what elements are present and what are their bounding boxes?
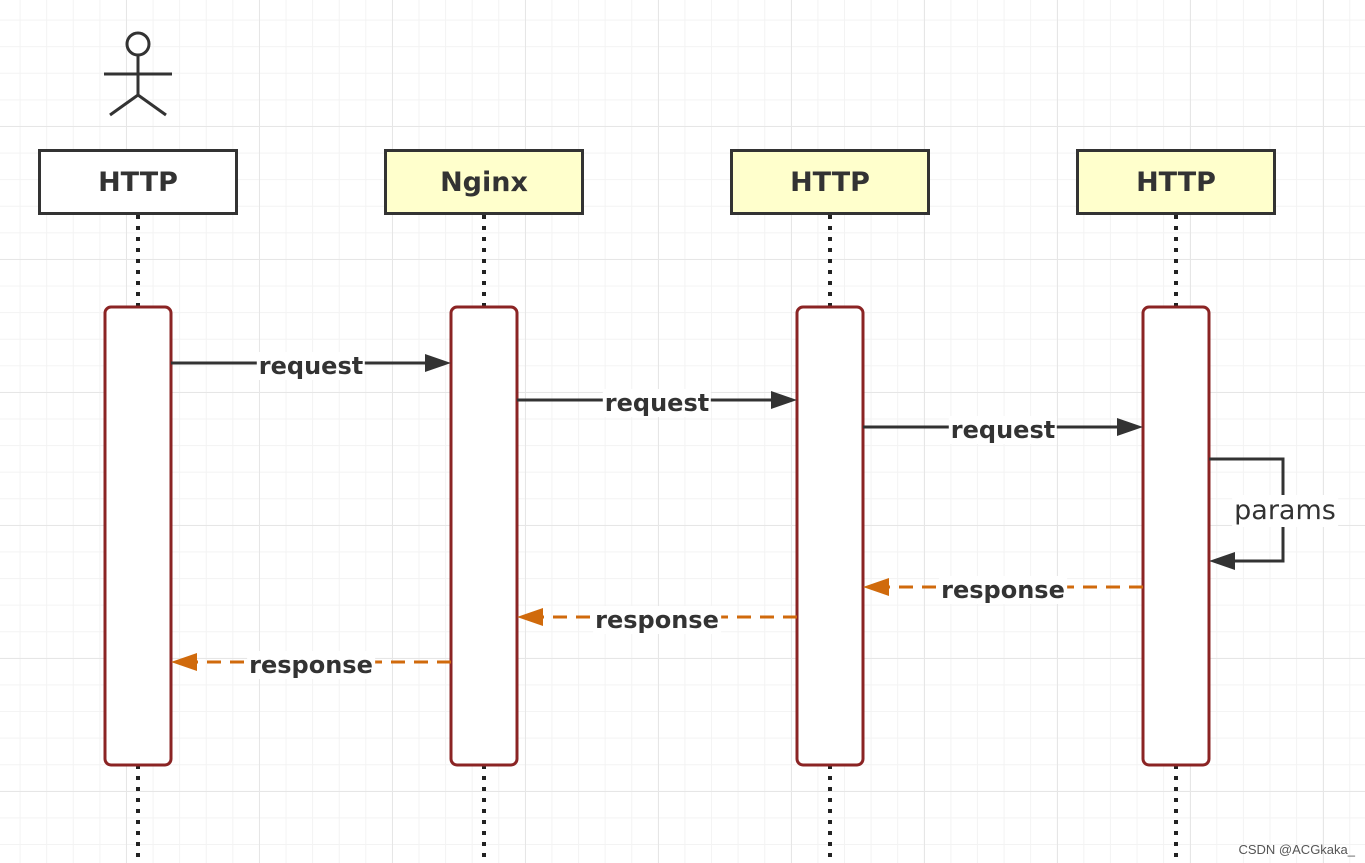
request-arrowhead-1 — [425, 354, 451, 372]
response-arrowhead-7 — [171, 653, 197, 671]
request-label-3: request — [948, 416, 1058, 444]
actor-icon — [104, 31, 172, 117]
response-label-6: response — [593, 606, 721, 634]
response-label-5: response — [939, 576, 1067, 604]
participant-box-p4[interactable]: HTTP — [1076, 149, 1276, 215]
self-message-label: params — [1232, 495, 1338, 527]
activation-bar-p2 — [449, 305, 519, 767]
activation-bar-p3 — [795, 305, 865, 767]
request-arrowhead-2 — [771, 391, 797, 409]
watermark: CSDN @ACGkaka_ — [1238, 842, 1355, 857]
participant-box-p3[interactable]: HTTP — [730, 149, 930, 215]
response-label-7: response — [247, 651, 375, 679]
response-arrowhead-5 — [863, 578, 889, 596]
response-arrowhead-6 — [517, 608, 543, 626]
request-label-2: request — [602, 389, 712, 417]
activation-bar-p4 — [1141, 305, 1211, 767]
request-arrowhead-3 — [1117, 418, 1143, 436]
self-message-arrowhead — [1209, 552, 1235, 570]
activation-bar-p1 — [103, 305, 173, 767]
participant-box-p1[interactable]: HTTP — [38, 149, 238, 215]
request-label-1: request — [256, 352, 366, 380]
participant-box-p2[interactable]: Nginx — [384, 149, 584, 215]
